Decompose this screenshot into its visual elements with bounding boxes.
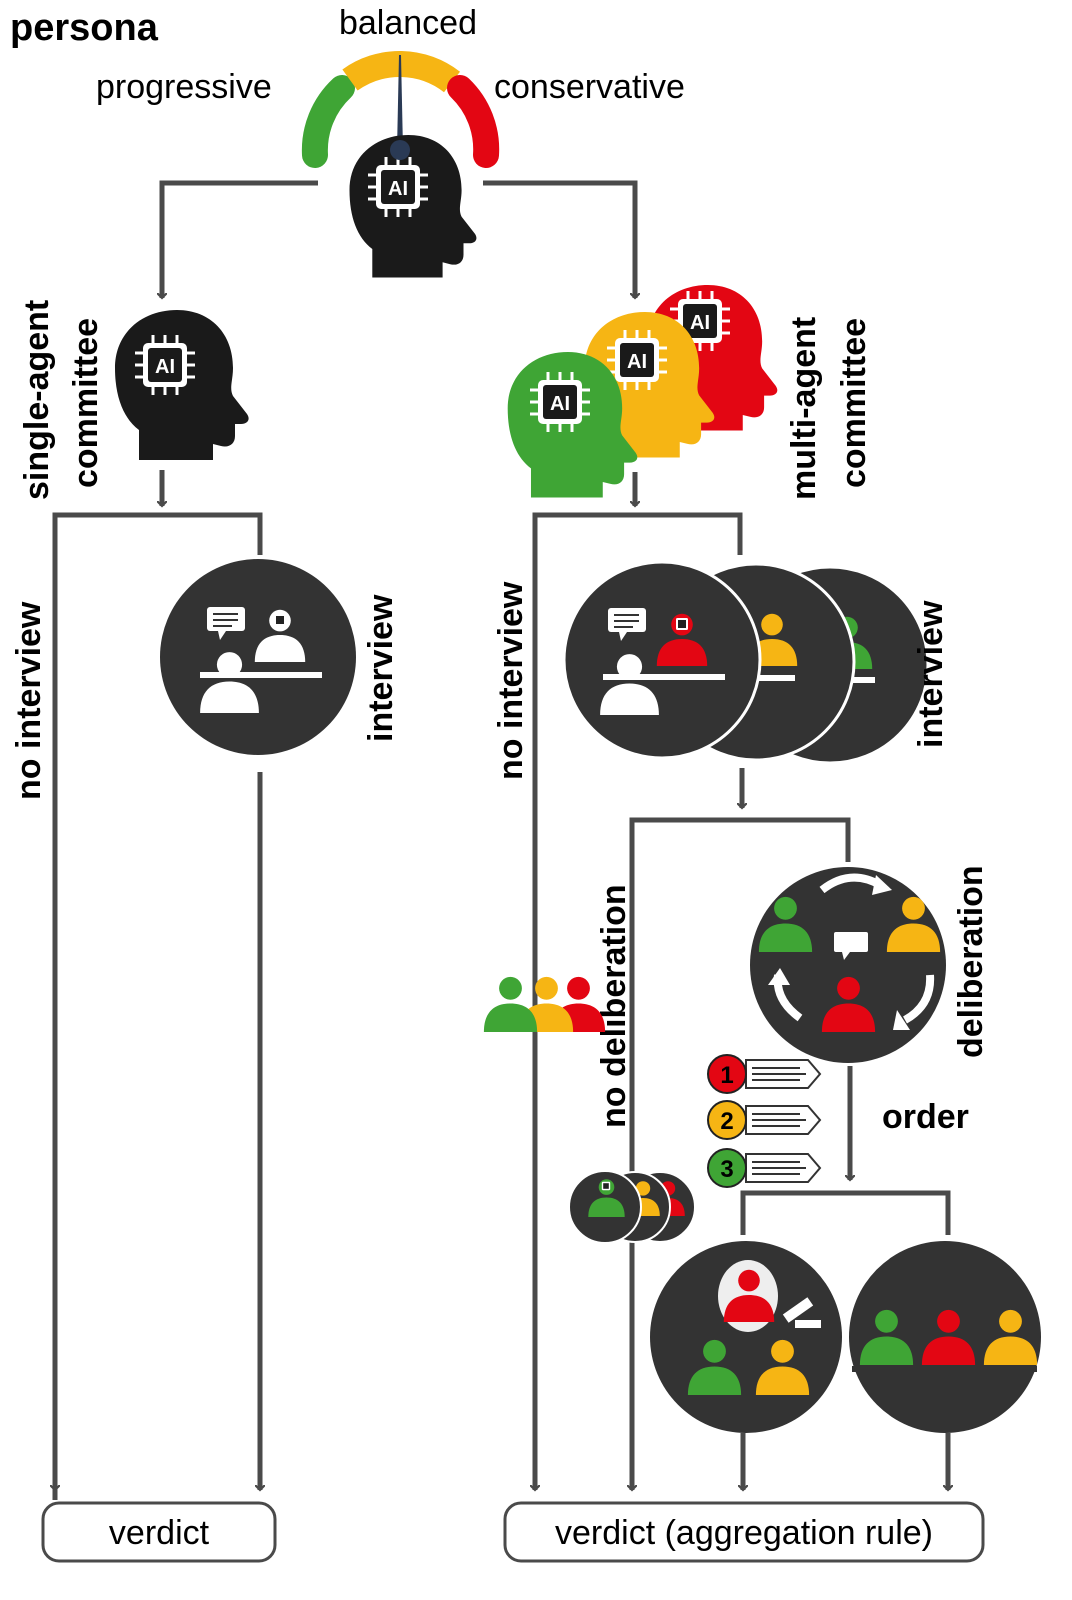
order-list: 1 2 3: [707, 1054, 822, 1188]
persona-ai-head-icon: AI: [349, 135, 477, 278]
single-agent-label-1: single-agent: [18, 300, 56, 500]
order-item-3: 3: [707, 1148, 822, 1188]
aggregation-split: [740, 1190, 951, 1235]
persona-gauge: [301, 51, 500, 168]
branch-to-multi: [483, 180, 635, 298]
deliberation-icon: [750, 867, 946, 1063]
scale-label-balanced: balanced: [339, 4, 477, 42]
no-deliberation-label: no deliberation: [595, 884, 633, 1128]
multi-interview-icon: [562, 560, 930, 765]
svg-text:AI: AI: [388, 178, 408, 200]
single-interview-label: interview: [362, 594, 400, 742]
gauge-pivot: [390, 140, 410, 160]
order-number-2: 2: [720, 1108, 733, 1135]
scale-label-conservative: conservative: [494, 68, 685, 106]
multi-verdict-box: [503, 1501, 985, 1563]
agent-trio-icon: [483, 976, 606, 1032]
single-verdict-box: [41, 1501, 277, 1563]
judge-aggregation-icon: [650, 1241, 842, 1433]
order-label: order: [882, 1098, 969, 1136]
multi-no-interview-label: no interview: [492, 581, 530, 780]
single-agent-label-2: committee: [67, 318, 105, 488]
single-no-interview-label: no interview: [10, 601, 48, 800]
single-agent-head-icon: AI: [115, 310, 249, 460]
branch-to-single: [162, 180, 318, 298]
single-verdict-label: verdict: [109, 1514, 210, 1552]
gauge-balanced: [342, 51, 460, 93]
svg-text:AI: AI: [690, 312, 710, 334]
gauge-conservative: [447, 75, 500, 168]
no-deliberation-agents-icon: [568, 1170, 696, 1244]
multi-agent-label-1: multi-agent: [785, 317, 823, 500]
svg-text:AI: AI: [627, 351, 647, 373]
gavel-icon: [782, 1297, 814, 1323]
vote-aggregation-icon: [849, 1241, 1041, 1433]
order-item-2: 2: [707, 1100, 822, 1140]
multi-agent-heads-icon: AI AI AI: [507, 285, 778, 498]
gauge-progressive: [301, 75, 355, 168]
order-number-3: 3: [720, 1156, 733, 1183]
scale-label-progressive: progressive: [96, 68, 272, 106]
multi-verdict-label: verdict (aggregation rule): [555, 1514, 933, 1552]
multi-agent-label-2: committee: [835, 318, 873, 488]
svg-text:AI: AI: [550, 393, 570, 415]
gauge-needle: [397, 55, 403, 150]
svg-text:AI: AI: [155, 356, 175, 378]
order-item-1: 1: [707, 1054, 822, 1094]
persona-title: persona: [10, 7, 159, 49]
order-number-1: 1: [720, 1062, 733, 1089]
deliberation-label: deliberation: [952, 865, 990, 1058]
single-interview-icon: [160, 559, 356, 755]
multi-interview-label: interview: [912, 600, 950, 748]
